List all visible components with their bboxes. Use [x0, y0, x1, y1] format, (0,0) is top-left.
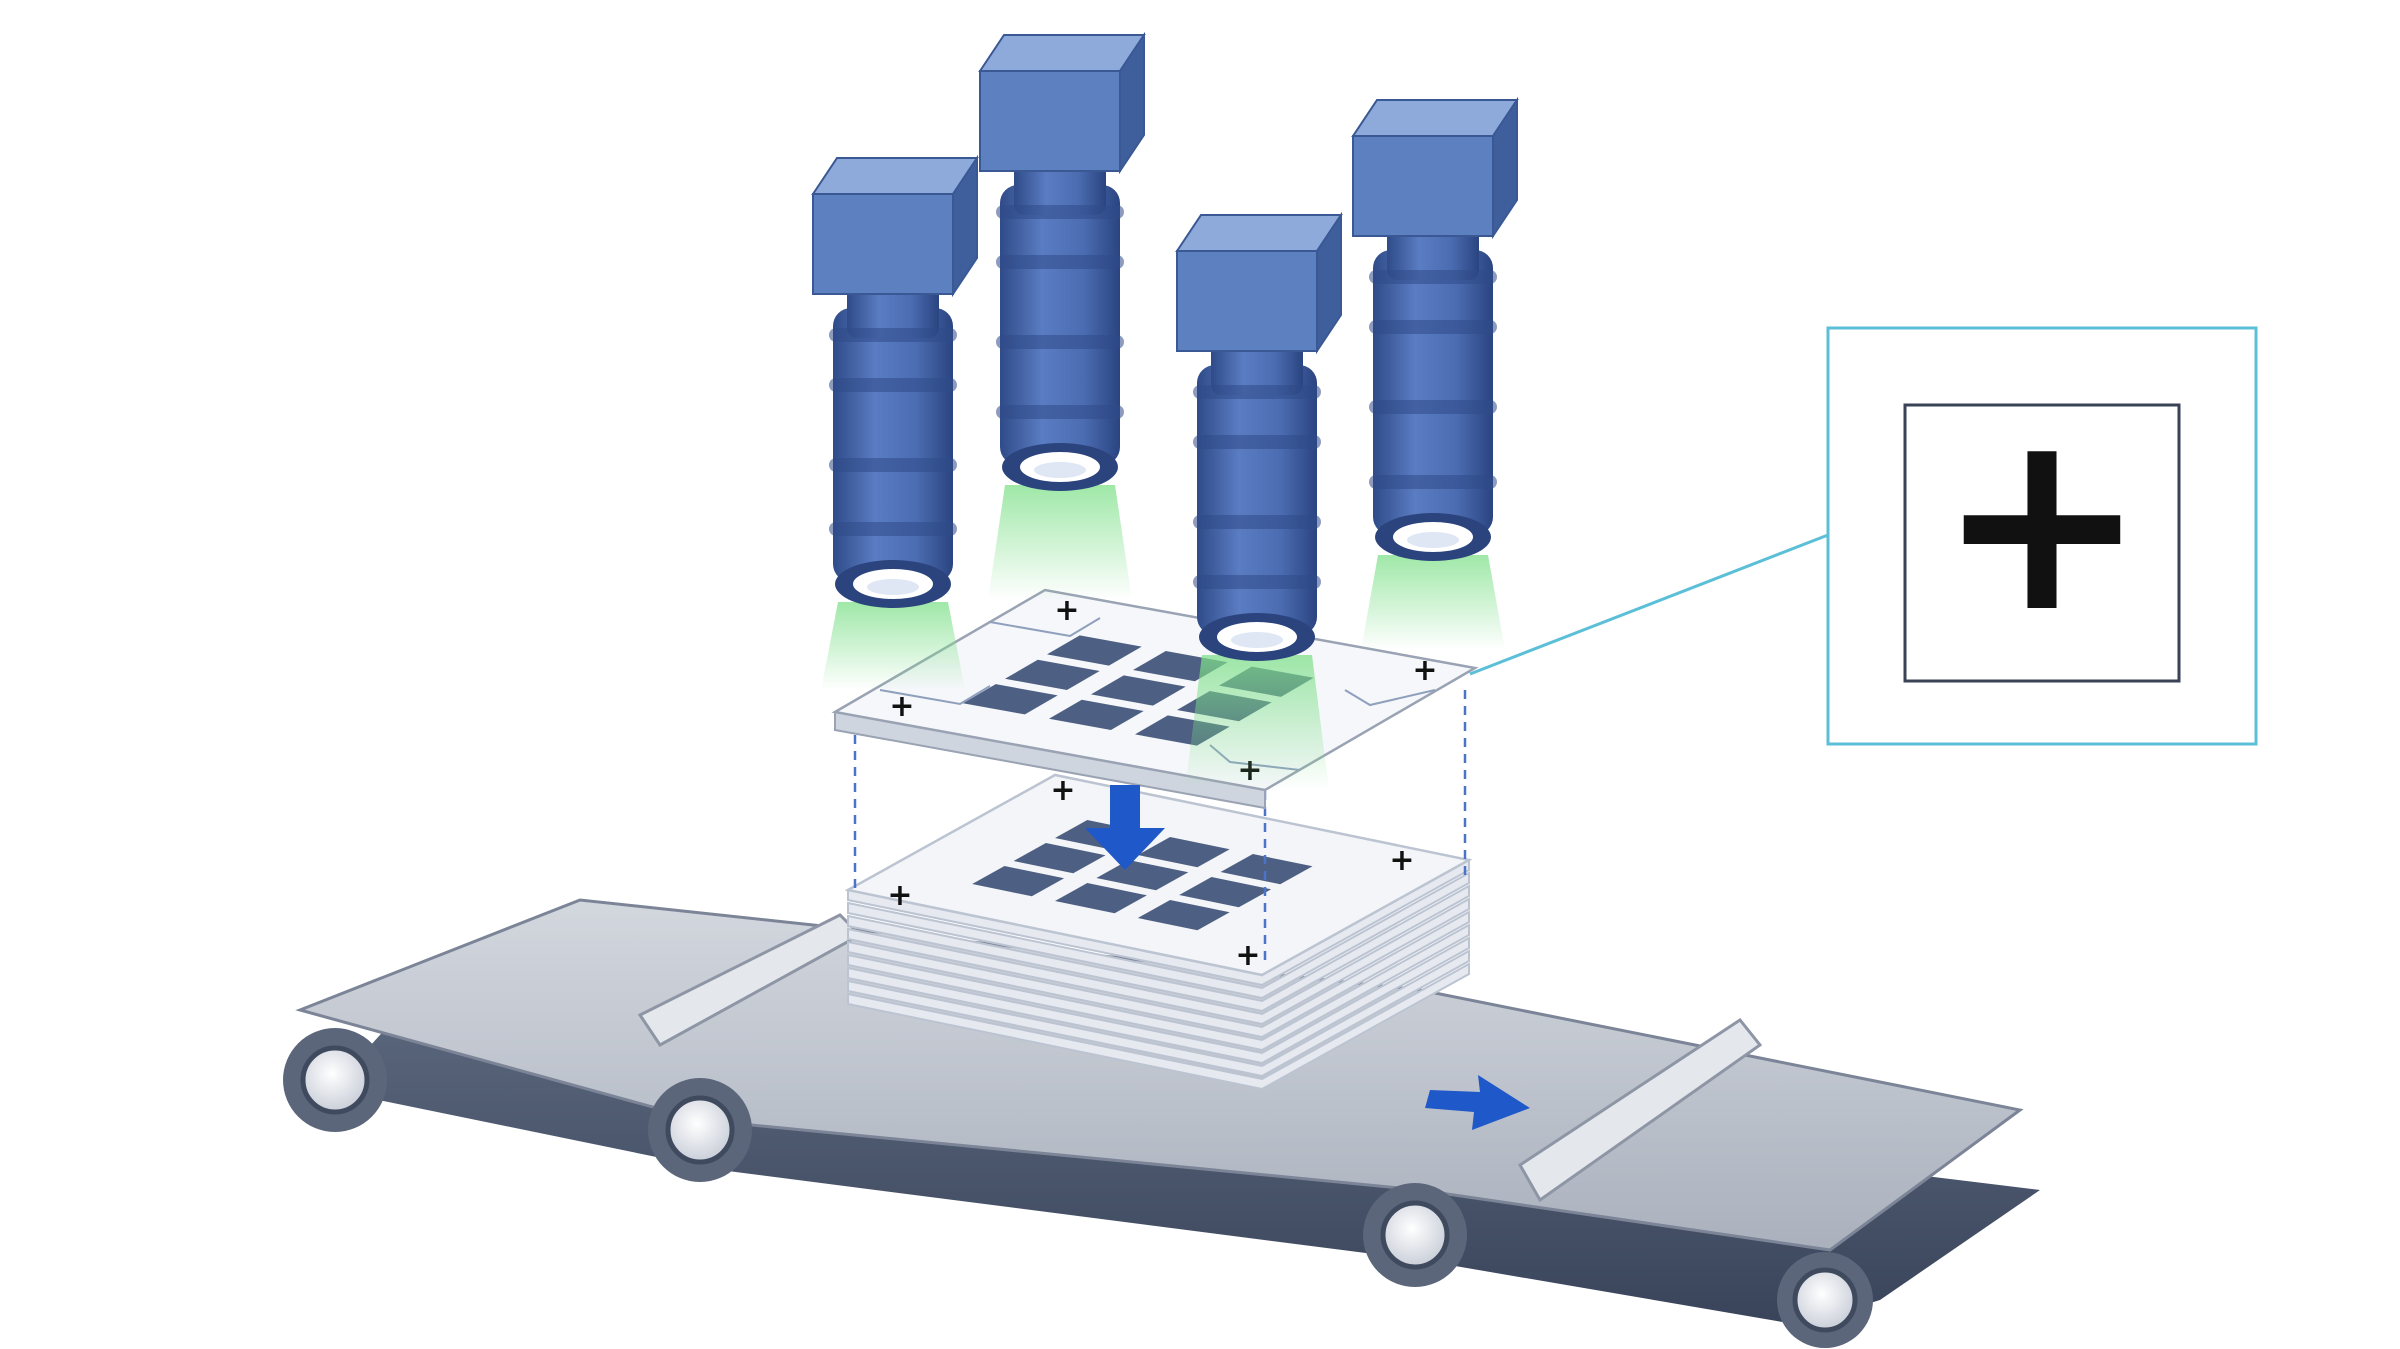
camera-body-front — [1176, 250, 1318, 352]
lens-barrel — [1000, 185, 1120, 465]
stack-fiducial-mark: + — [1050, 773, 1075, 808]
stack-die-grid — [972, 820, 1313, 931]
lens-ring — [996, 335, 1124, 349]
camera-body-front — [1352, 135, 1494, 237]
lens-ring — [1193, 575, 1321, 589]
light-beam — [1185, 655, 1329, 790]
camera-array — [811, 31, 1519, 790]
lens-ring — [996, 205, 1124, 219]
lens-barrel — [1197, 365, 1317, 635]
die-pad — [1049, 699, 1144, 731]
stack-layer — [847, 949, 1470, 1078]
lens-ring — [829, 378, 957, 392]
lens-ring — [1193, 515, 1321, 529]
die-pad — [1013, 843, 1106, 874]
stack-fiducial-mark: + — [887, 878, 912, 913]
lens-ring — [1193, 385, 1321, 399]
lens-ring-light — [1034, 462, 1086, 478]
lens-ring — [1369, 320, 1497, 334]
camera-body-side — [1316, 211, 1342, 355]
lens-ring-light — [1231, 632, 1283, 648]
placement-down-arrow-icon — [1085, 785, 1165, 870]
lens-barrel — [833, 308, 953, 582]
lens-ring — [1193, 435, 1321, 449]
top-panel-fiducial-mark: + — [1412, 653, 1437, 688]
industrial-camera-icon — [978, 31, 1146, 600]
die-pad — [1005, 659, 1100, 691]
callout-inner-frame — [1903, 403, 2181, 683]
camera-body-side — [1492, 96, 1518, 240]
belt-cleat-right — [1517, 1017, 1763, 1203]
lens-ring — [996, 405, 1124, 419]
camera-body-top — [811, 157, 979, 195]
die-pad — [1220, 854, 1313, 885]
camera-body-side — [1119, 31, 1145, 175]
roller-4 — [1777, 1252, 1873, 1348]
die-pad — [1137, 837, 1230, 868]
light-beam — [988, 485, 1132, 600]
lens-ring-light — [867, 579, 919, 595]
stack-layer — [847, 910, 1470, 1039]
panel-stack: + + + + — [844, 773, 1473, 1091]
stack-layer — [847, 923, 1470, 1052]
stack-fiducial-mark: + — [1389, 843, 1414, 878]
conveyor-belt — [283, 898, 2040, 1348]
stack-layer — [847, 897, 1470, 1026]
belt-direction-arrow-icon — [1425, 1075, 1530, 1130]
stack-layer — [847, 884, 1470, 1013]
roller-2 — [648, 1078, 752, 1182]
top-panel-fiducial-mark: + — [889, 689, 914, 724]
industrial-camera-icon — [1175, 211, 1343, 790]
lens-ring — [1369, 475, 1497, 489]
camera-body-side — [952, 154, 978, 298]
industrial-camera-icon — [1351, 96, 1519, 650]
camera-body-top — [1351, 99, 1519, 137]
lens-ring — [829, 522, 957, 536]
lens-barrel — [1373, 250, 1493, 535]
roller-1 — [283, 1028, 387, 1132]
lens-ring — [1369, 400, 1497, 414]
fiducial-callout: + — [1469, 326, 2258, 746]
light-beam — [821, 602, 965, 690]
camera-body-top — [978, 34, 1146, 72]
camera-body-front — [979, 70, 1121, 172]
camera-body-top — [1175, 214, 1343, 252]
stack-layer — [847, 871, 1470, 1000]
die-pad — [1096, 860, 1189, 891]
die-pad — [963, 684, 1058, 715]
die-pad — [972, 866, 1065, 897]
die-pad — [1091, 675, 1186, 706]
die-pad — [1137, 900, 1230, 931]
die-pad — [1047, 635, 1142, 666]
lens-ring — [829, 328, 957, 342]
roller-3 — [1363, 1183, 1467, 1287]
stack-layer — [847, 962, 1470, 1091]
lens-ring — [996, 255, 1124, 269]
callout-fiducial-mark: + — [1937, 376, 2146, 667]
stack-layer — [847, 936, 1470, 1065]
callout-leader-line — [1469, 533, 1829, 676]
die-pad — [1179, 877, 1272, 908]
camera-body-front — [812, 193, 954, 295]
light-beam — [1361, 555, 1505, 650]
lens-ring-light — [1407, 532, 1459, 548]
lens-ring — [829, 458, 957, 472]
industrial-camera-icon — [811, 154, 979, 690]
stack-fiducial-mark: + — [1235, 938, 1260, 973]
die-pad — [1055, 883, 1147, 914]
lens-ring — [1369, 270, 1497, 284]
